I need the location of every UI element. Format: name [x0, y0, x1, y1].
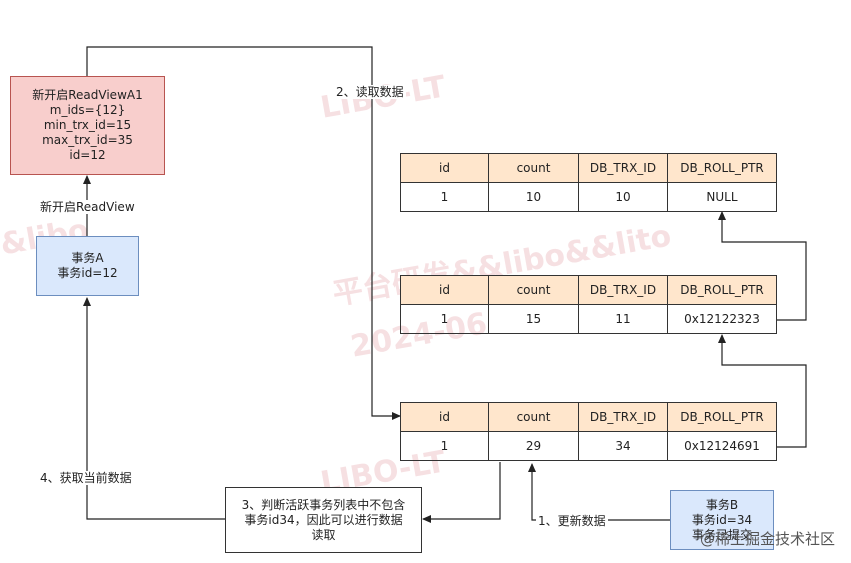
table-cell: 34 [578, 431, 668, 461]
header-cell: count [488, 153, 579, 183]
update-data-connector [528, 463, 670, 521]
readview-line: min_trx_id=15 [43, 118, 132, 132]
readview-line: id=12 [69, 148, 106, 162]
header-cell: id [400, 402, 489, 432]
table-header-row: id count DB_TRX_ID DB_ROLL_PTR [400, 153, 777, 183]
get-current-label: 4、获取当前数据 [38, 471, 134, 485]
table-header-row: id count DB_TRX_ID DB_ROLL_PTR [400, 402, 777, 432]
header-cell: id [400, 153, 489, 183]
header-cell: DB_TRX_ID [578, 275, 668, 305]
table-cell: 10 [578, 182, 668, 212]
transaction-b-line: 事务id=34 [691, 512, 753, 527]
header-cell: count [488, 402, 579, 432]
check-line: 读取 [311, 527, 336, 542]
table-row: 1 15 11 0x12122323 [400, 304, 777, 334]
table-cell: 10 [488, 182, 579, 212]
header-cell: DB_TRX_ID [578, 153, 668, 183]
header-cell: count [488, 275, 579, 305]
table-cell: 1 [400, 304, 489, 334]
read-data-label: 2、读取数据 [334, 85, 406, 99]
header-cell: DB_ROLL_PTR [667, 402, 777, 432]
header-cell: DB_ROLL_PTR [667, 275, 777, 305]
open-readview-label: 新开启ReadView [38, 200, 137, 214]
table-cell: 0x12122323 [667, 304, 777, 334]
transaction-b-box: 事务B 事务id=34 事务已提交 [670, 490, 774, 550]
table-cell: NULL [667, 182, 777, 212]
transaction-a-box: 事务A 事务id=12 [36, 236, 139, 296]
table-cell: 1 [400, 182, 489, 212]
check-line: 事务id34，因此可以进行数据 [244, 512, 403, 527]
header-cell: DB_ROLL_PTR [667, 153, 777, 183]
transaction-b-line: 事务B [705, 497, 739, 512]
get-current-connector [83, 297, 225, 520]
table-header-row: id count DB_TRX_ID DB_ROLL_PTR [400, 275, 777, 305]
credit-watermark: @稀土掘金技术社区 [699, 530, 835, 548]
table-cell: 1 [400, 431, 489, 461]
table-cell: 11 [578, 304, 668, 334]
rollback-pointer-connector [718, 211, 807, 321]
readview-line: max_trx_id=35 [42, 133, 133, 147]
table-row: 1 29 34 0x12124691 [400, 431, 777, 461]
readview-box: 新开启ReadViewA1 m_ids={12} min_trx_id=15 m… [10, 76, 165, 175]
table-cell: 0x12124691 [667, 431, 777, 461]
current-row-table: id count DB_TRX_ID DB_ROLL_PTR 1 29 34 0… [400, 402, 777, 461]
readview-line: 新开启ReadViewA1 [32, 88, 143, 102]
undo-log-table: id count DB_TRX_ID DB_ROLL_PTR 1 15 11 0… [400, 275, 777, 334]
header-cell: DB_TRX_ID [578, 402, 668, 432]
header-cell: id [400, 275, 489, 305]
transaction-a-line: 事务A [71, 251, 104, 265]
transaction-b-line: 事务已提交 [691, 527, 752, 542]
visibility-check-box: 3、判断活跃事务列表中不包含 事务id34，因此可以进行数据 读取 [225, 487, 422, 553]
table-cell: 29 [488, 431, 579, 461]
update-data-label: 1、更新数据 [536, 514, 608, 528]
table-cell: 15 [488, 304, 579, 334]
readview-line: m_ids={12} [49, 103, 126, 117]
check-connector [422, 462, 501, 523]
undo-log-table: id count DB_TRX_ID DB_ROLL_PTR 1 10 10 N… [400, 153, 777, 212]
read-data-connector [86, 46, 401, 420]
table-row: 1 10 10 NULL [400, 182, 777, 212]
rollback-pointer-connector [718, 334, 807, 448]
transaction-a-line: 事务id=12 [57, 266, 118, 280]
check-line: 3、判断活跃事务列表中不包含 [241, 497, 406, 512]
